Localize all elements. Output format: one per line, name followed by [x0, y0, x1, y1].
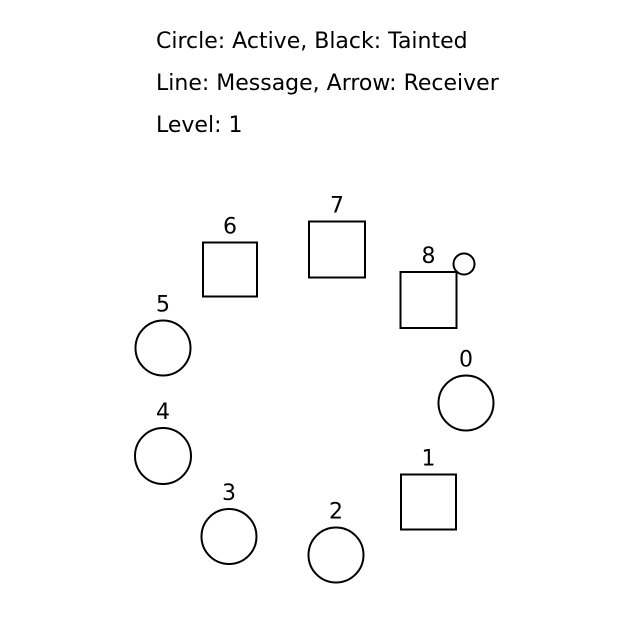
node-8-square: [399, 271, 458, 329]
node-ring: 0 1 2 3 4 5 6 7 8: [134, 194, 495, 584]
node-0-label: 0: [459, 348, 473, 373]
legend-shape-meaning: Circle: Active, Black: Tainted: [156, 29, 468, 54]
legend-line-meaning: Line: Message, Arrow: Receiver: [156, 71, 500, 96]
node-5-label: 5: [156, 293, 170, 318]
node-3-label: 3: [222, 481, 236, 506]
node-7-label: 7: [330, 194, 344, 219]
node-8-label: 8: [422, 244, 436, 269]
node-7-square: [308, 220, 366, 279]
node-1-label: 1: [422, 447, 436, 472]
node-6-square: [202, 241, 258, 298]
node-2-circle: [307, 526, 365, 584]
node-6-label: 6: [223, 215, 237, 240]
node-1-square: [400, 473, 457, 531]
node-3-circle: [200, 508, 258, 565]
node-5-circle: [134, 319, 192, 377]
node-4-label: 4: [156, 400, 170, 425]
legend-level: Level: 1: [156, 113, 242, 138]
node-0-circle: [437, 374, 495, 432]
node-4-circle: [134, 427, 192, 485]
node-2-label: 2: [329, 500, 343, 525]
node-8-marker-circle: [452, 252, 476, 276]
